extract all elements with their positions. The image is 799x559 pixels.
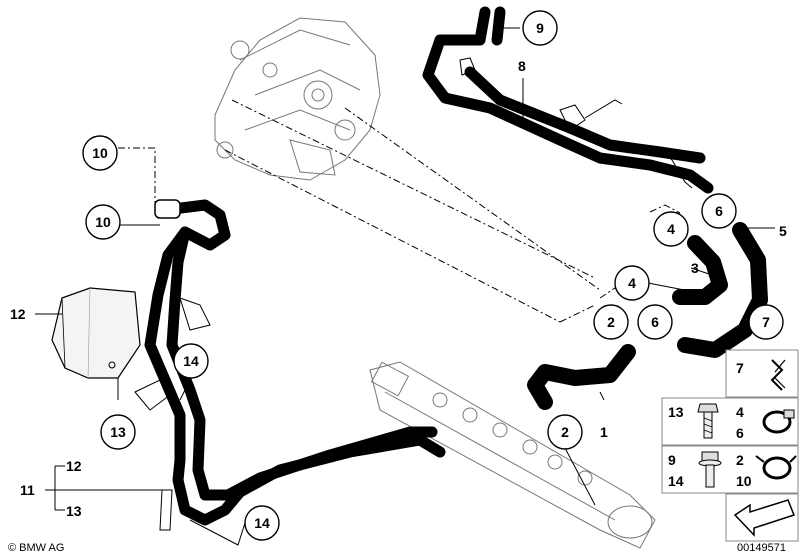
small-parts-panel: 7 13 4 6 9 14 2 10	[661, 349, 799, 542]
part-8-fuel-line	[422, 6, 714, 194]
callout-14-lower: 14	[244, 505, 280, 541]
callout-2-lower: 2	[547, 414, 583, 450]
svg-text:6: 6	[715, 203, 723, 219]
panel-label-7: 7	[736, 360, 744, 376]
callout-6-lower: 6	[637, 304, 673, 340]
svg-text:7: 7	[762, 314, 770, 330]
label-11: 11	[20, 482, 35, 498]
svg-text:4: 4	[667, 221, 675, 237]
label-5: 5	[779, 223, 787, 239]
callout-7: 7	[748, 304, 784, 340]
hose-clamp-icon	[762, 409, 795, 434]
collar-bolt-icon	[698, 451, 722, 488]
panel-label-14: 14	[668, 473, 684, 489]
clip-icon	[770, 359, 786, 391]
bolt-icon	[697, 403, 719, 439]
callout-2-upper: 2	[593, 304, 629, 340]
leader-lines	[35, 27, 775, 546]
svg-text:10: 10	[92, 145, 108, 161]
callout-4-lower: 4	[614, 265, 650, 301]
callout-10-lower: 10	[85, 204, 121, 240]
part-1-hose	[527, 344, 636, 410]
panel-label-9: 9	[668, 452, 676, 468]
callout-13: 13	[100, 414, 136, 450]
svg-text:10: 10	[95, 214, 111, 230]
label-13-sub: 13	[66, 503, 82, 519]
label-8: 8	[518, 58, 526, 74]
panel-label-13: 13	[668, 404, 684, 420]
label-12-sub: 12	[66, 458, 82, 474]
svg-text:2: 2	[561, 424, 569, 440]
svg-text:2: 2	[607, 314, 615, 330]
part-12-bracket	[51, 287, 141, 379]
svg-text:13: 13	[110, 424, 126, 440]
fuel-rail-illustration	[369, 361, 656, 549]
callout-14-upper: 14	[173, 343, 209, 379]
direction-arrow-icon	[733, 499, 795, 537]
copyright-text: © BMW AG	[8, 542, 65, 554]
panel-label-10: 10	[736, 473, 752, 489]
svg-text:14: 14	[183, 353, 199, 369]
label-1: 1	[600, 424, 608, 440]
panel-label-6: 6	[736, 425, 744, 441]
label-12: 12	[10, 306, 26, 322]
panel-label-4: 4	[736, 404, 744, 420]
svg-text:9: 9	[536, 20, 544, 36]
hose-clip-icon	[755, 455, 797, 480]
return-line-assembly	[134, 199, 446, 531]
callout-4-upper: 4	[653, 211, 689, 247]
callout-10-upper: 10	[82, 135, 118, 171]
label-3: 3	[691, 260, 699, 276]
svg-text:14: 14	[254, 515, 270, 531]
part-3-hose	[672, 235, 728, 305]
svg-text:6: 6	[651, 314, 659, 330]
high-pressure-pump-illustration	[214, 17, 381, 181]
diagram-number: 00149571	[737, 542, 786, 554]
svg-text:4: 4	[628, 275, 636, 291]
panel-label-2: 2	[736, 452, 744, 468]
callout-9: 9	[522, 10, 558, 46]
callout-6-upper: 6	[701, 193, 737, 229]
